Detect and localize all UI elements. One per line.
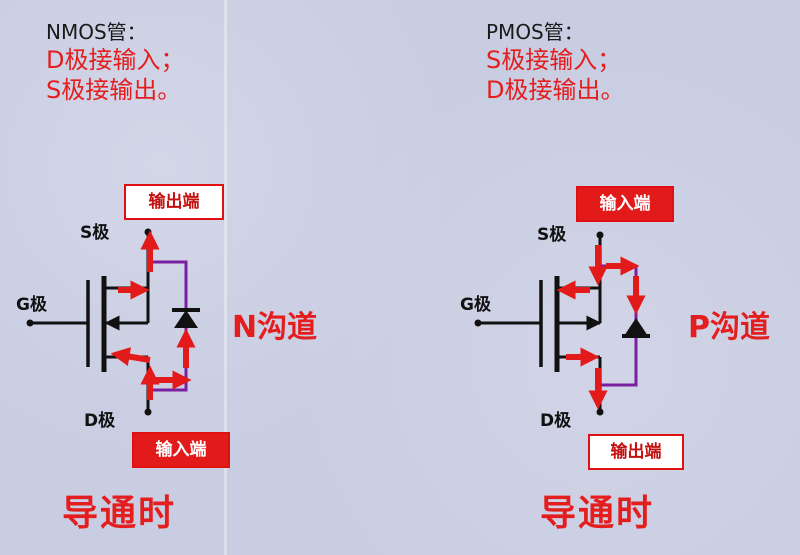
- pmos-current-arrows: [556, 245, 646, 410]
- pmos-channel-label: P沟道: [688, 310, 770, 345]
- pmos-state-label: 导通时: [540, 493, 655, 534]
- pmos-input-tag: 输入端: [576, 186, 674, 222]
- nmos-note: NMOS管： D极接输入； S极接输出。: [46, 20, 184, 105]
- pmos-line-1: S极接输入；: [486, 46, 622, 74]
- nmos-output-tag: 输出端: [124, 184, 224, 220]
- pmos-output-tag: 输出端: [588, 434, 684, 470]
- nmos-line-1: D极接输入；: [46, 46, 185, 74]
- nmos-input-tag: 输入端: [132, 432, 230, 468]
- pmos-note: PMOS管： S极接输入； D极接输出。: [486, 20, 624, 105]
- pmos-line-2: D极接输出。: [486, 76, 625, 104]
- nmos-s-label: S极: [80, 223, 110, 243]
- nmos-state-label: 导通时: [62, 493, 177, 534]
- nmos-symbol: [26, 228, 200, 416]
- panel-divider: [224, 0, 227, 555]
- nmos-d-terminal: [144, 408, 152, 416]
- nmos-s-terminal: [144, 228, 152, 236]
- pmos-diode-triangle: [624, 318, 648, 336]
- pmos-d-terminal: [596, 408, 604, 416]
- pmos-s-label: S极: [537, 225, 567, 245]
- pmos-d-label: D极: [540, 411, 572, 431]
- nmos-heading: NMOS管：: [46, 20, 147, 44]
- pmos-s-terminal: [596, 231, 604, 239]
- nmos-g-label: G极: [16, 295, 47, 315]
- nmos-current-arrows: [110, 230, 196, 400]
- pmos-heading: PMOS管：: [486, 20, 584, 44]
- nmos-channel-label: N沟道: [232, 310, 318, 345]
- pmos-g-label: G极: [460, 295, 491, 315]
- pmos-diode-wire: [600, 264, 638, 387]
- nmos-gate-terminal: [26, 319, 34, 327]
- nmos-line-2: S极接输出。: [46, 76, 182, 104]
- nmos-d-label: D极: [84, 411, 116, 431]
- pmos-symbol: [474, 231, 650, 416]
- nmos-diode-triangle: [174, 310, 198, 328]
- pmos-gate-terminal: [474, 319, 482, 327]
